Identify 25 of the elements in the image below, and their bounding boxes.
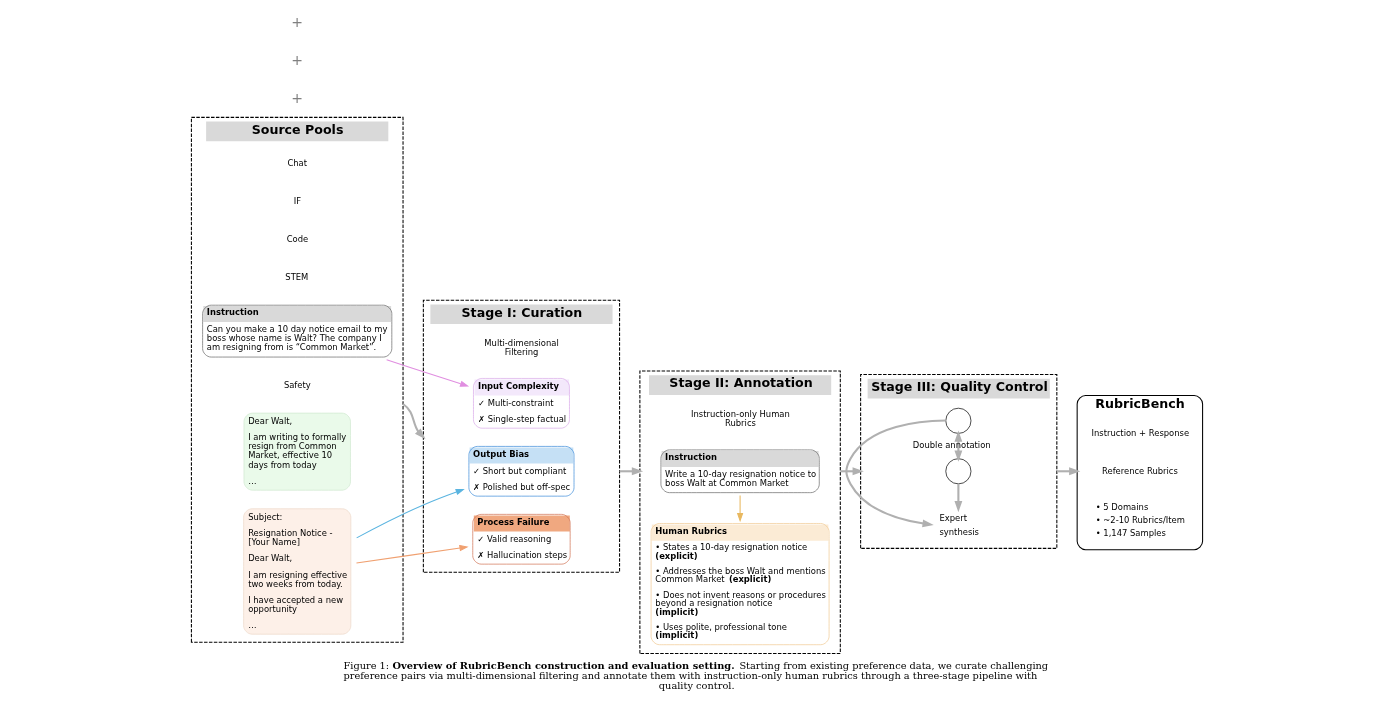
caption: Figure 1: Overview of RubricBench construction and evaluation setting. Starting from existing preference data, we curate challenging preference pairs via multi-dimensional filtering and annotate them with instruction-only human rubrics through a three-stage pipeline with quality control. xyxy=(342,660,1048,691)
label: + xyxy=(290,14,303,30)
arrow xyxy=(401,403,426,440)
arrow xyxy=(355,544,469,564)
node-text: Expert synthesis xyxy=(938,513,979,537)
arrow xyxy=(355,488,465,539)
node-text: IF xyxy=(293,196,301,207)
arrow xyxy=(953,483,962,513)
node-text: Multi-dimensional Filtering xyxy=(483,338,559,358)
node-text: Chat xyxy=(286,158,307,169)
node-text: Code xyxy=(286,233,308,244)
node-text: Reference Rubrics xyxy=(1101,465,1178,476)
node-text: STEM xyxy=(284,271,308,282)
arrow xyxy=(844,419,946,528)
node-text: Safety xyxy=(283,379,311,390)
node-text: • 5 Domains • ~2-10 Rubrics/Item • 1,147 Samples xyxy=(1095,501,1185,539)
arrow xyxy=(385,359,469,387)
edge-label: Double annotation xyxy=(912,440,991,451)
label: + xyxy=(290,51,303,68)
node-person xyxy=(944,407,971,434)
node-text: Instruction-only Human Rubrics xyxy=(690,409,790,429)
node-person xyxy=(944,458,971,485)
arrow xyxy=(736,495,743,523)
label: + xyxy=(290,89,303,106)
node-text: Instruction + Response xyxy=(1091,427,1189,438)
